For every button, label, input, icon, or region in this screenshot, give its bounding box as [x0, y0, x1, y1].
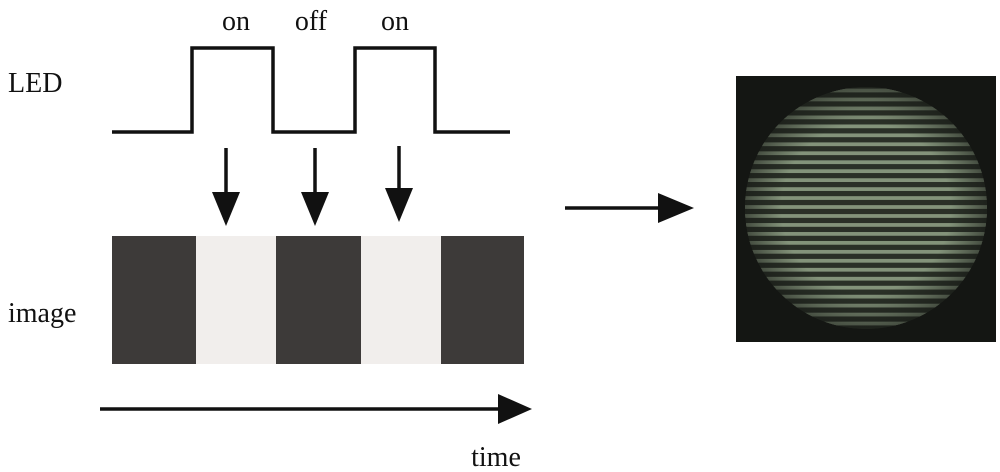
led-signal-waveform: [112, 46, 510, 134]
frame-3-dark: [276, 236, 361, 364]
state-label-off: off: [295, 6, 328, 37]
fringe-result-image: [736, 76, 996, 342]
down-arrow-2: [301, 148, 329, 226]
image-label: image: [8, 298, 76, 329]
result-vignette: [745, 87, 987, 329]
time-label: time: [471, 442, 521, 472]
down-arrow-3: [385, 146, 413, 222]
frame-5-dark: [441, 236, 524, 364]
frame-4-light: [361, 236, 441, 364]
state-label-on-2: on: [381, 6, 409, 37]
down-arrow-1: [212, 148, 240, 226]
result-arrow: [565, 193, 694, 223]
led-label: LED: [8, 68, 62, 99]
state-label-on-1: on: [222, 6, 250, 37]
time-arrow: [100, 394, 532, 424]
frame-1-dark: [112, 236, 196, 364]
frame-2-light: [196, 236, 276, 364]
image-frame-strip: [112, 236, 524, 364]
